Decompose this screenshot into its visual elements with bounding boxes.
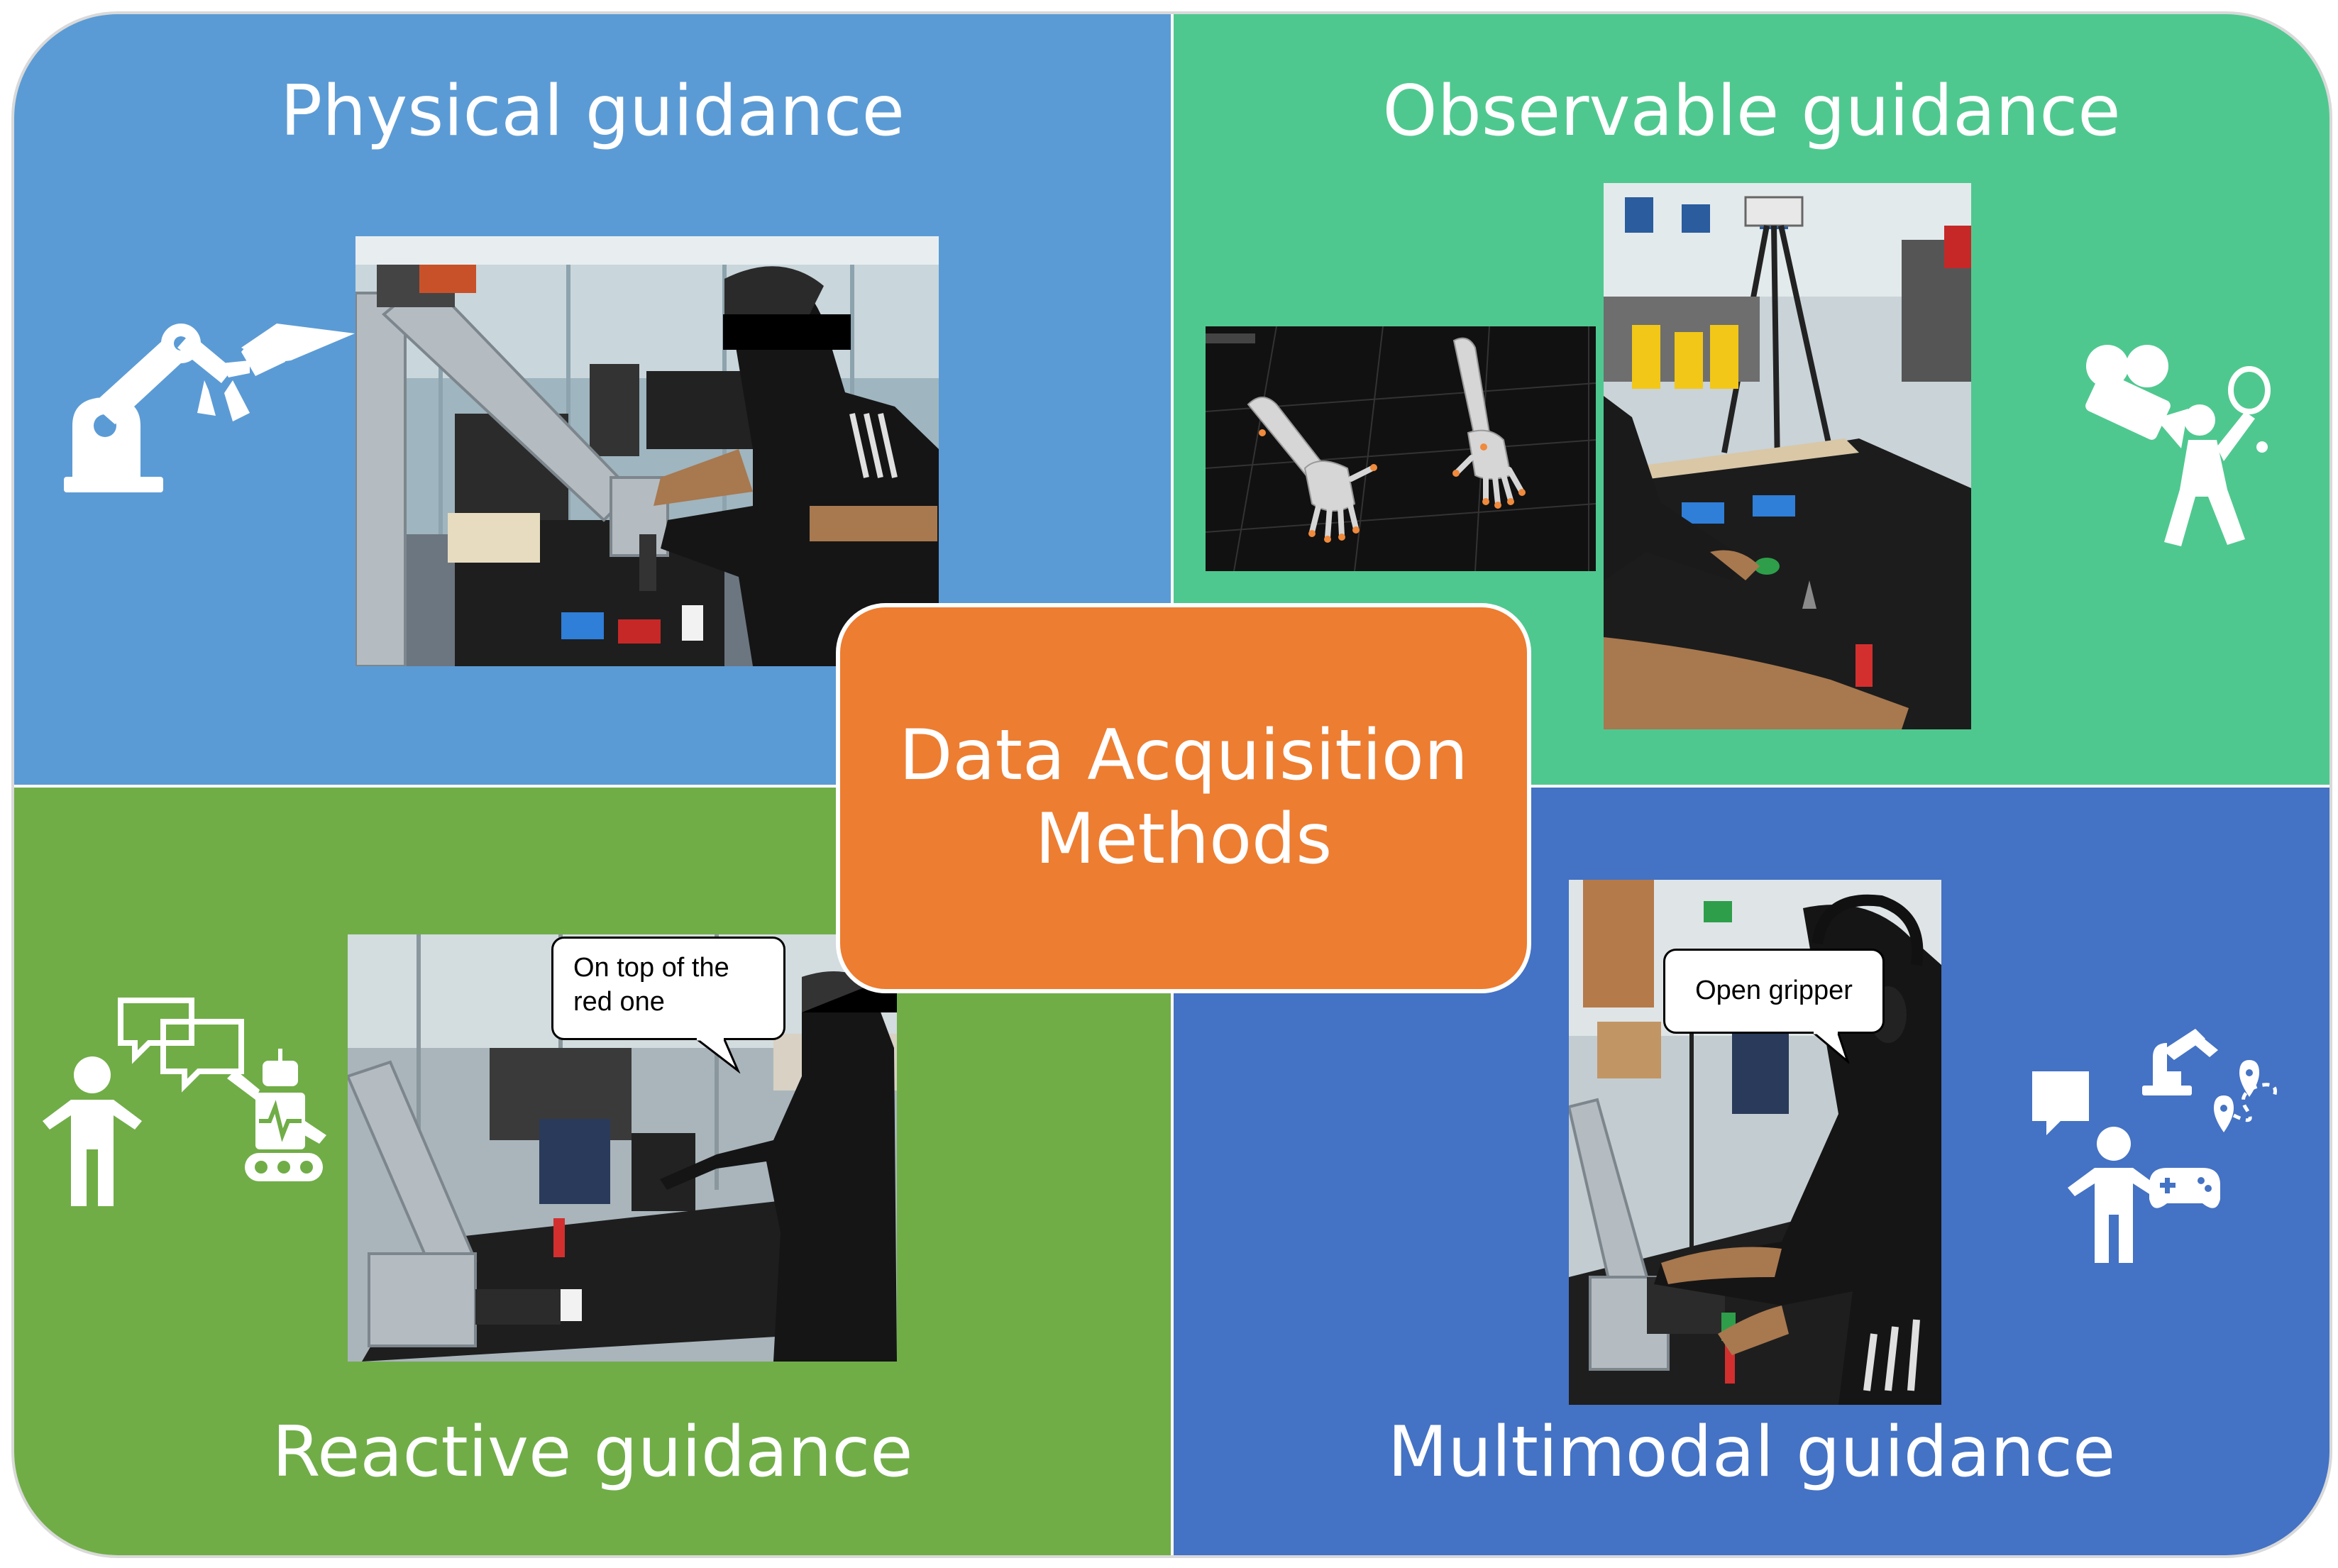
center-title-line-2: Methods (1035, 799, 1333, 880)
reactive-bubble-line-2: red one (573, 986, 665, 1017)
hand-tracking-render-image (1206, 326, 1596, 571)
physical-guidance-photo (355, 236, 939, 666)
reactive-speech-bubble: On top of the red one (551, 937, 785, 1040)
observable-guidance-photo (1604, 183, 1971, 729)
reactive-title: Reactive guidance (272, 1412, 913, 1493)
multimodal-title: Multimodal guidance (1387, 1412, 2116, 1493)
center-title-box: Data Acquisition Methods (836, 603, 1531, 993)
multimodal-bubble-text: Open gripper (1695, 976, 1853, 1006)
diagram-frame: Physical guidance (11, 11, 2332, 1558)
physical-title: Physical guidance (280, 71, 905, 152)
reactive-bubble-tail (695, 1038, 741, 1073)
multimodal-speech-bubble: Open gripper (1663, 949, 1885, 1034)
person-chat-robot-icon (43, 998, 326, 1206)
multimodal-bubble-tail (1812, 1032, 1850, 1064)
quadrant-reactive: Reactive guidance (14, 788, 1171, 1555)
camera-person-tennis-icon (2085, 345, 2271, 546)
person-multimodal-icon (2032, 1029, 2277, 1263)
reactive-bubble-line-1: On top of the (573, 953, 729, 983)
observable-title: Observable guidance (1382, 71, 2121, 152)
robot-arm-hand-icon (64, 324, 355, 492)
quadrant-physical: Physical guidance (14, 14, 1171, 785)
center-title-line-1: Data Acquisition (899, 715, 1468, 797)
